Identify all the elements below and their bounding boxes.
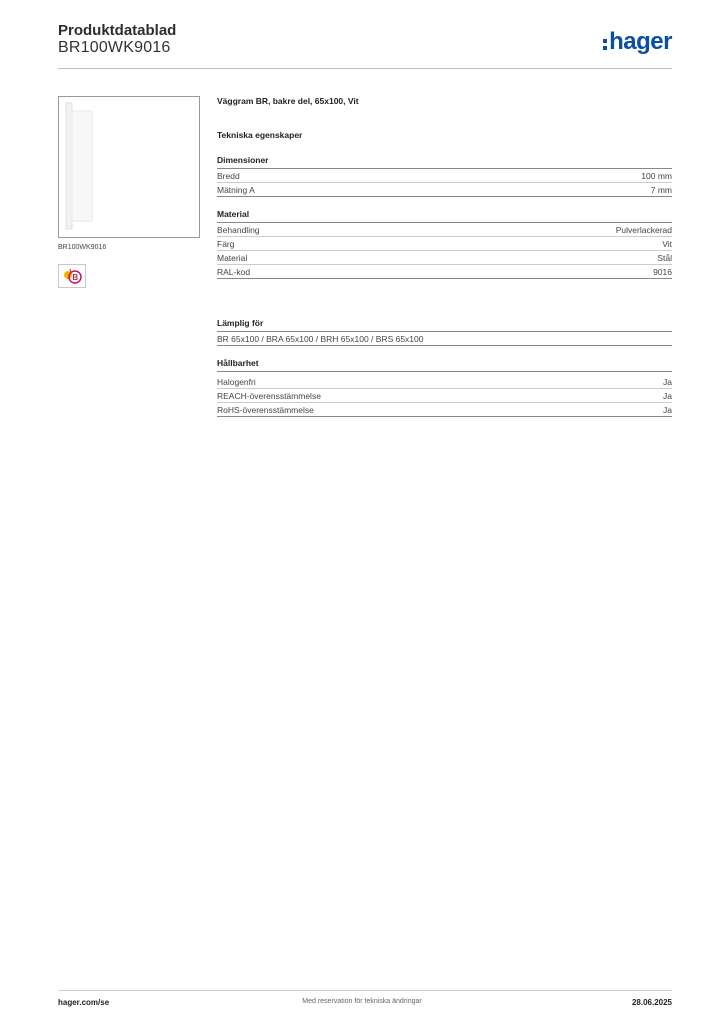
row-label: Halogenfri — [217, 376, 256, 387]
row-label: REACH-överensstämmelse — [217, 390, 321, 401]
section-material-title: Material — [217, 209, 672, 223]
row-value: 100 mm — [641, 170, 672, 181]
table-row: Material Stål — [217, 251, 672, 265]
logo-text: hager — [609, 28, 672, 55]
table-row: BR 65x100 / BRA 65x100 / BRH 65x100 / BR… — [217, 332, 672, 346]
row-label: RAL-kod — [217, 266, 251, 277]
technical-heading: Tekniska egenskaper — [217, 130, 303, 140]
header-divider — [58, 68, 672, 69]
document-title: Produktdatablad — [58, 22, 177, 39]
row-label: Bredd — [217, 170, 240, 181]
row-label: Mätning A — [217, 184, 255, 195]
row-value: Ja — [663, 376, 672, 387]
footer-disclaimer: Med reservation för tekniska ändringar — [302, 998, 422, 1005]
row-value: Pulverlackerad — [615, 224, 672, 235]
table-row: RoHS-överensstämmelse Ja — [217, 403, 672, 417]
row-value: Vit — [662, 238, 672, 249]
table-row: Färg Vit — [217, 237, 672, 251]
table-row: Halogenfri Ja — [217, 375, 672, 389]
row-value: 7 mm — [650, 184, 672, 195]
wall-frame-icon — [65, 102, 93, 230]
section-dimensions-title: Dimensioner — [217, 155, 672, 169]
product-title: Väggram BR, bakre del, 65x100, Vit — [217, 96, 359, 106]
logo-dots-icon — [603, 38, 608, 50]
image-caption: BR100WK9016 — [58, 244, 107, 251]
row-value: Stål — [657, 252, 672, 263]
svg-text:B: B — [72, 273, 78, 282]
row-label: Behandling — [217, 224, 260, 235]
b-classification-badge-icon: B — [64, 268, 82, 284]
classification-badge: B — [58, 264, 86, 288]
row-label: Material — [217, 252, 248, 263]
row-label: BR 65x100 / BRA 65x100 / BRH 65x100 / BR… — [217, 333, 424, 344]
row-label: RoHS-överensstämmelse — [217, 404, 314, 415]
row-label: Färg — [217, 238, 235, 249]
section-suitable-title: Lämplig för — [217, 318, 672, 332]
hager-logo: hager — [603, 28, 672, 56]
table-row: Behandling Pulverlackerad — [217, 223, 672, 237]
table-row: RAL-kod 9016 — [217, 265, 672, 279]
page-header: Produktdatablad BR100WK9016 hager — [58, 20, 672, 70]
row-value: Ja — [663, 404, 672, 415]
footer-website-link[interactable]: hager.com/se — [58, 998, 110, 1007]
section-sustainability-title: Hållbarhet — [217, 358, 672, 372]
product-code: BR100WK9016 — [58, 39, 171, 56]
footer-date: 28.06.2025 — [631, 998, 672, 1007]
table-row: Bredd 100 mm — [217, 169, 672, 183]
footer-divider — [58, 990, 672, 991]
product-image — [58, 96, 200, 238]
table-row: Mätning A 7 mm — [217, 183, 672, 197]
row-value: 9016 — [653, 266, 672, 277]
row-value: Ja — [663, 390, 672, 401]
table-row: REACH-överensstämmelse Ja — [217, 389, 672, 403]
